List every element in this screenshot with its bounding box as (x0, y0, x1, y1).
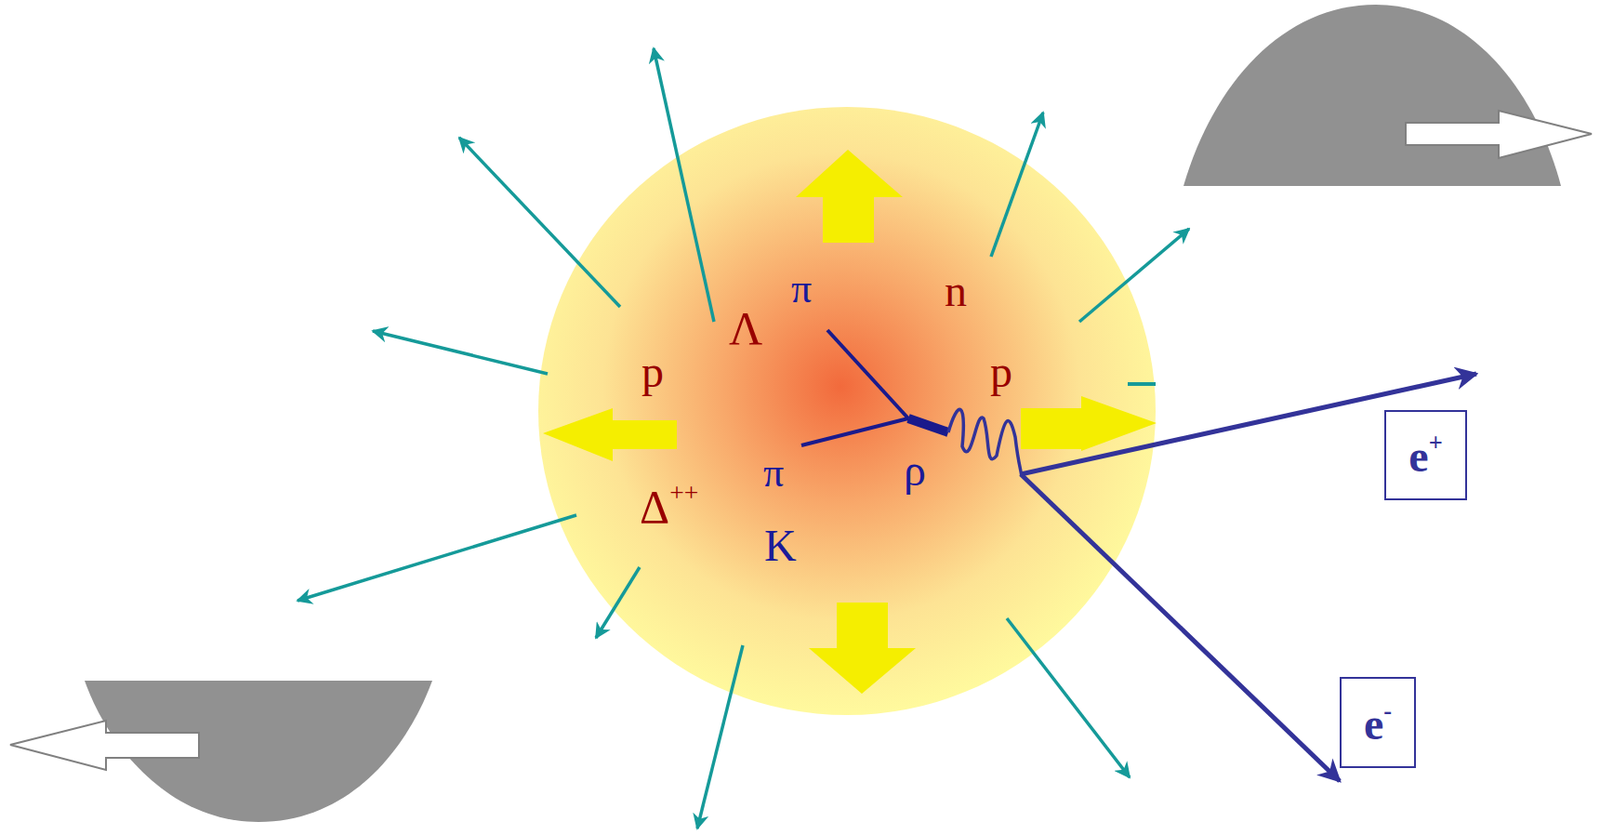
meson-label: π (791, 268, 812, 310)
lepton-tracks (1020, 373, 1477, 781)
nucleus (1183, 4, 1561, 186)
hadron-label: p (990, 349, 1013, 395)
expansion-arrow (795, 149, 903, 243)
minus-mark (1127, 382, 1156, 386)
hadron-label: p (641, 349, 664, 395)
lepton-label: e+ (1408, 430, 1442, 479)
expansion-arrow (1020, 396, 1157, 451)
meson-label: π (763, 452, 784, 494)
lepton-box: e- (1339, 676, 1416, 768)
meson-label: ρ (903, 448, 926, 493)
expansion-arrow (542, 408, 677, 462)
particle-tracks (297, 48, 1190, 829)
expansion-arrow (808, 602, 916, 694)
fireball (538, 106, 1156, 715)
direction-arrow (1405, 110, 1592, 159)
lepton-box: e+ (1384, 409, 1468, 501)
hadron-label: n (944, 268, 967, 314)
hadron-label: Λ (728, 304, 763, 352)
direction-arrow (10, 720, 199, 770)
lepton-label: e- (1363, 698, 1392, 747)
meson-label: K (764, 523, 797, 569)
hadron-label: Δ++ (639, 479, 699, 530)
